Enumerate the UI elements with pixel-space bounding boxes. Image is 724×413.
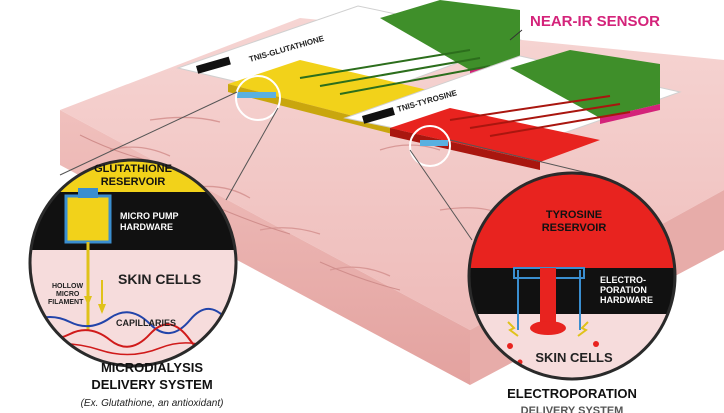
right-zoom-line-1 xyxy=(409,149,473,241)
cell-dot-2 xyxy=(593,341,599,347)
left-hardware-layer xyxy=(30,192,236,250)
near-ir-leader xyxy=(509,29,523,41)
micro-pump-label-1: MICRO PUMP xyxy=(120,211,179,221)
micro-pump-top xyxy=(78,188,98,198)
electroporation-title-2: DELIVERY SYSTEM xyxy=(521,405,624,413)
near-ir-sensor-label: NEAR-IR SENSOR xyxy=(530,13,660,30)
micro-pump xyxy=(64,194,112,244)
capillaries-label: CAPILLARIES xyxy=(116,318,176,328)
left-barcode xyxy=(196,56,231,74)
electroporation-magnifier: TYROSINE RESERVOIR ELECTRO- PORATION HAR… xyxy=(467,171,677,381)
tyrosine-reservoir-label-1: TYROSINE xyxy=(546,209,602,221)
hollow-label-2: MICRO xyxy=(56,291,80,298)
glutathione-reservoir-label-2: RESERVOIR xyxy=(101,176,166,188)
right-zoom-target xyxy=(409,125,451,167)
filament-arrow-2 xyxy=(98,304,106,314)
left-zoom-line-2 xyxy=(225,107,279,201)
left-zoom-target xyxy=(235,75,281,121)
microdialysis-example: (Ex. Glutathione, an antioxidant) xyxy=(81,398,224,409)
electro-label-1: ELECTRO- xyxy=(600,275,646,285)
injected-drop xyxy=(530,321,566,335)
electro-label-3: HARDWARE xyxy=(600,295,653,305)
micro-pump-label-2: HARDWARE xyxy=(120,222,173,232)
cell-dot-1 xyxy=(507,343,513,349)
left-sensor-board xyxy=(380,0,520,70)
glutathione-patch: TNIS-GLUTATHIONE xyxy=(176,0,522,136)
left-patch-blue-strip xyxy=(236,92,276,98)
left-magnifier-ring xyxy=(28,158,238,368)
right-patch-blue-strip xyxy=(420,140,448,146)
tyrosine-reservoir-label-2: RESERVOIR xyxy=(542,222,607,234)
hollow-label-1: HOLLOW xyxy=(52,283,83,290)
right-hardware-layer xyxy=(469,268,675,314)
tyrosine-patch: TNIS-TYROSINE xyxy=(343,50,682,170)
right-sensor-board xyxy=(510,50,660,118)
spark-right xyxy=(577,321,589,337)
left-circuit-lines xyxy=(299,49,491,95)
right-barcode xyxy=(362,107,395,124)
electro-label-2: PORATION xyxy=(600,285,647,295)
electroporation-title-1: ELECTROPORATION xyxy=(507,386,637,401)
left-zoom-line-1 xyxy=(59,91,238,176)
right-zoom-line-2 xyxy=(449,139,601,177)
skin-cells-left-label: SKIN CELLS xyxy=(118,271,201,287)
microdialysis-title-1: MICRODIALYSIS xyxy=(101,360,203,375)
glutathione-reservoir-label-1: GLUTATHIONE xyxy=(94,163,172,175)
right-circuit-lines xyxy=(449,95,631,137)
right-patch-red-side xyxy=(390,128,540,170)
spark-left xyxy=(507,321,519,337)
hollow-label-3: FILAMENT xyxy=(48,299,84,306)
right-sensor-magenta xyxy=(600,104,660,124)
right-magnifier-ring xyxy=(467,171,677,381)
filament-arrow-1 xyxy=(84,296,92,306)
capillaries-blue xyxy=(30,308,231,334)
microdialysis-title-2: DELIVERY SYSTEM xyxy=(91,377,212,392)
injection-channel xyxy=(540,268,556,324)
skin-cells-right-label: SKIN CELLS xyxy=(535,350,613,365)
